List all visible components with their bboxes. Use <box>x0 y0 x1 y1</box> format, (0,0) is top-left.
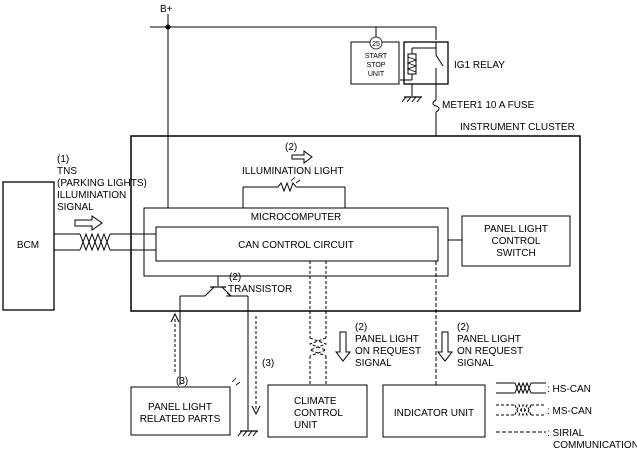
request1-line-2: ON REQUEST <box>355 346 421 357</box>
indicator-unit-block <box>382 384 486 438</box>
request2-num: (2) <box>457 322 469 333</box>
fuse-label: METER1 10 A FUSE <box>442 100 535 111</box>
ig1-relay: IG1 RELAY <box>400 41 505 96</box>
request1-num: (2) <box>355 322 367 333</box>
request2-line-3: SIGNAL <box>457 358 494 369</box>
b-plus-label: B+ <box>160 4 173 15</box>
current-arrow-down-icon <box>251 316 261 416</box>
transistor-icon <box>179 276 249 430</box>
ground-icon <box>237 430 258 437</box>
tns-num: (1) <box>57 154 69 165</box>
cluster-title: INSTRUMENT CLUSTER <box>460 122 575 133</box>
transistor-label: TRANSISTOR <box>228 284 292 295</box>
request1-line-1: PANEL LIGHT <box>355 334 419 345</box>
panel-switch-label-2: CONTROL <box>492 236 541 247</box>
instrument-cluster <box>130 135 581 312</box>
current-arrow-up-icon <box>170 312 180 372</box>
transistor-num: (2) <box>229 272 241 283</box>
relay-coil-icon <box>407 53 417 75</box>
climate-label-3: UNIT <box>294 420 317 431</box>
tns-annotation: (1) TNS (PARKING LIGHTS) ILLUMINATION SI… <box>57 154 147 213</box>
tns-line-2: (PARKING LIGHTS) <box>57 178 147 189</box>
illumination-num: (2) <box>285 142 297 153</box>
ms-can-legend-label: : MS-CAN <box>547 406 592 417</box>
ms-can-climate-wire <box>308 261 328 385</box>
b-plus-supply: B+ <box>150 4 437 208</box>
start-stop-label-1: START <box>365 53 388 60</box>
illumination-light-icon <box>242 176 346 208</box>
ms-can-legend-icon <box>496 403 546 417</box>
ground-num: (3) <box>262 358 274 369</box>
illumination-label: ILLUMINATION LIGHT <box>242 166 344 177</box>
microcomputer-block <box>143 207 449 277</box>
request2-line-1: PANEL LIGHT <box>457 334 521 345</box>
illumination-arrow-icon <box>291 150 313 164</box>
panel-switch-label-3: SWITCH <box>496 248 535 259</box>
relay-ground-icon <box>401 96 422 103</box>
indicator-unit-label: INDICATOR UNIT <box>394 408 474 419</box>
serial-legend-label-2: COMMUNICATION <box>553 440 637 451</box>
hs-can-bcm-wire <box>54 232 156 252</box>
bcm-block <box>2 181 55 311</box>
fuse-icon <box>432 84 440 136</box>
bcm-label: BCM <box>17 240 39 251</box>
request-arrow-1-icon <box>334 331 352 362</box>
connector-number-icon <box>369 36 383 50</box>
junction-dot <box>165 24 171 30</box>
request1-line-3: SIGNAL <box>355 358 392 369</box>
request2-line-2: ON REQUEST <box>457 346 523 357</box>
start-stop-label-3: UNIT <box>368 71 385 78</box>
panel-related-num: (3) <box>176 376 188 387</box>
climate-label-2: CONTROL <box>294 408 343 419</box>
start-stop-unit: 25 START STOP UNIT <box>350 36 400 85</box>
hs-can-legend-icon <box>496 381 546 395</box>
ig1-relay-label: IG1 RELAY <box>454 60 505 71</box>
hs-can-legend-label: : HS-CAN <box>547 384 591 395</box>
start-stop-label-2: STOP <box>367 62 386 69</box>
climate-label-1: CLIMATE <box>294 396 337 407</box>
light-rays-icon <box>231 377 241 386</box>
climate-control-unit-block <box>267 384 368 438</box>
legend: : HS-CAN : MS-CAN : SIRIAL COMMUNICATION <box>496 381 637 451</box>
request-arrow-2-icon <box>436 331 454 362</box>
can-control-circuit-block <box>155 226 439 262</box>
microcomputer-label: MICROCOMPUTER <box>251 212 342 223</box>
panel-light-related-parts-block <box>130 386 231 436</box>
panel-related-label-1: PANEL LIGHT <box>148 402 212 413</box>
serial-legend-label-1: : SIRIAL <box>547 428 585 439</box>
tns-line-1: TNS <box>57 166 77 177</box>
tns-line-3: ILLUMINATION <box>57 190 126 201</box>
relay-switch-icon <box>435 54 444 67</box>
tns-line-4: SIGNAL <box>57 202 94 213</box>
panel-related-label-2: RELATED PARTS <box>140 414 221 425</box>
tns-arrow-icon <box>74 215 103 231</box>
panel-switch-label-1: PANEL LIGHT <box>484 224 548 235</box>
connector-number: 25 <box>372 41 380 48</box>
can-control-circuit-label: CAN CONTROL CIRCUIT <box>238 240 354 251</box>
panel-light-switch-block <box>461 215 571 267</box>
